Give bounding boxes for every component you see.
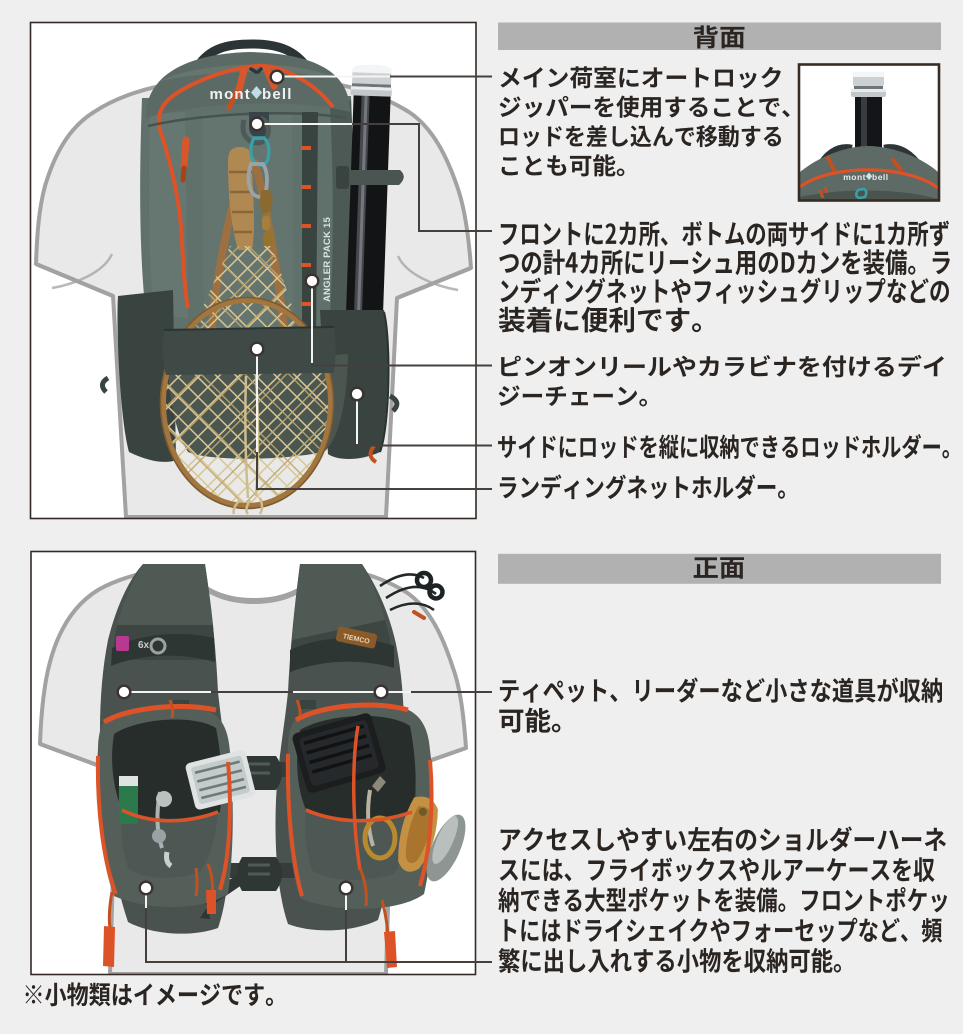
svg-text:mont: mont	[843, 172, 866, 182]
svg-text:6x: 6x	[138, 640, 150, 651]
svg-text:mont: mont	[210, 86, 251, 103]
svg-text:bell: bell	[872, 172, 889, 182]
svg-text:bell: bell	[262, 86, 293, 103]
svg-text:ANGLER PACK 15: ANGLER PACK 15	[322, 217, 333, 302]
